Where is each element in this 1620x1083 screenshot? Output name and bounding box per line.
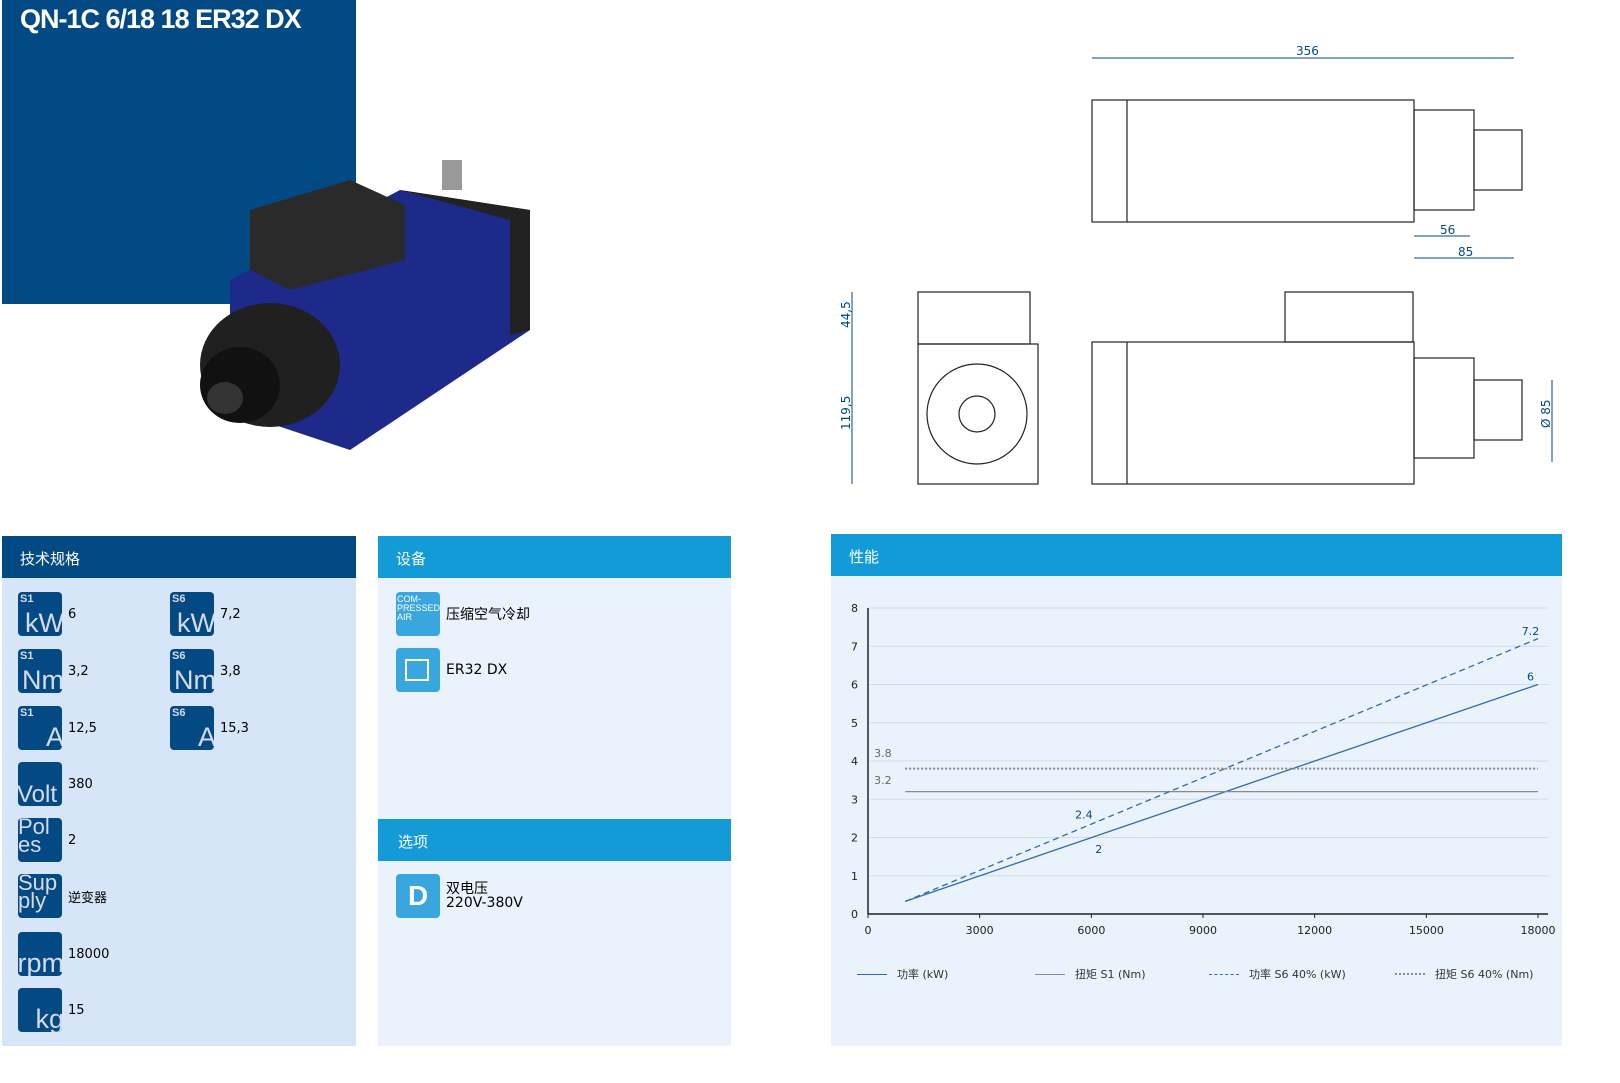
spec-value: 15 bbox=[68, 1002, 85, 1018]
product-title: QN-1C 6/18 18 ER32 DX bbox=[20, 4, 302, 34]
y-tick-label: 3 bbox=[851, 793, 858, 806]
equipment-item-collet: ER32 DX bbox=[396, 648, 507, 692]
legend-label: 扭矩 S1 (Nm) bbox=[1075, 968, 1146, 981]
performance-panel: 性能 0 1 2 3 4 5 6 7 8 0 3000 6000 9000 12000 15000 18000… bbox=[831, 534, 1562, 1046]
dim-85: 85 bbox=[1458, 245, 1473, 259]
dim-44-5: 44,5 bbox=[839, 301, 853, 328]
equipment-label: 压缩空气冷却 bbox=[446, 607, 530, 623]
legend-item: 功率 S6 40% (kW) bbox=[1209, 966, 1346, 982]
spec-supply: Supply 逆变器 bbox=[18, 874, 107, 918]
legend-swatch bbox=[1035, 973, 1065, 975]
series-line-0 bbox=[905, 683, 1539, 902]
equipment-label: ER32 DX bbox=[446, 662, 508, 678]
spec-value: 6 bbox=[68, 606, 77, 622]
spec-value: 2 bbox=[68, 832, 77, 848]
spec-value: 18000 bbox=[68, 946, 110, 962]
legend-item: 功率 (kW) bbox=[857, 966, 948, 982]
y-tick-label: 5 bbox=[851, 717, 858, 730]
x-tick-label: 0 bbox=[865, 924, 872, 937]
spindle-motor-image bbox=[200, 160, 530, 450]
equipment-item-air-cooling: COM-PRESSED AIR 压缩空气冷却 bbox=[396, 592, 530, 636]
collet-icon bbox=[396, 648, 440, 692]
equipment-header: 设备 bbox=[378, 536, 731, 578]
data-label: 2.4 bbox=[1075, 808, 1093, 821]
dim-diameter: Ø 85 bbox=[1539, 399, 1553, 428]
y-tick-label: 4 bbox=[851, 755, 858, 768]
title-banner: QN-1C 6/18 18 ER32 DX bbox=[2, 0, 356, 304]
equipment-panel: 设备 COM-PRESSED AIR 压缩空气冷却 ER32 DX 选项 D 双… bbox=[378, 536, 731, 1046]
y-tick-label: 8 bbox=[851, 602, 858, 615]
dual-voltage-icon: D bbox=[396, 874, 440, 918]
performance-header: 性能 bbox=[831, 534, 1562, 576]
spec-value: 3,8 bbox=[220, 663, 241, 679]
x-tick-label: 12000 bbox=[1297, 924, 1332, 937]
spec-value: 7,2 bbox=[220, 606, 241, 622]
option-label: 双电压 bbox=[446, 881, 488, 897]
supply-icon: Supply bbox=[18, 874, 62, 918]
data-label: 3.8 bbox=[874, 747, 892, 760]
y-tick-label: 2 bbox=[851, 832, 858, 845]
specs-header: 技术规格 bbox=[2, 536, 356, 578]
x-tick-label: 6000 bbox=[1077, 924, 1105, 937]
legend-label: 功率 (kW) bbox=[897, 968, 949, 981]
technical-drawings: 356 56 85 44,5 119,5 Ø 85 bbox=[839, 44, 1553, 485]
dim-length: 356 bbox=[1296, 44, 1319, 58]
data-label: 2 bbox=[1095, 843, 1102, 856]
spec-poles: Poles 2 bbox=[18, 818, 76, 862]
spec-kg: kg 15 bbox=[18, 988, 85, 1032]
legend-label: 功率 S6 40% (kW) bbox=[1249, 968, 1346, 981]
y-tick-label: 6 bbox=[851, 679, 858, 692]
spec-value: 逆变器 bbox=[68, 890, 108, 906]
dim-119-5: 119,5 bbox=[839, 396, 853, 430]
x-tick-label: 18000 bbox=[1521, 924, 1556, 937]
rpm-icon: rpm bbox=[18, 932, 62, 976]
spec-value: 3,2 bbox=[68, 663, 89, 679]
option-voltage: 220V-380V bbox=[446, 895, 523, 911]
y-tick-label: 7 bbox=[851, 640, 858, 653]
legend-item: 扭矩 S6 40% (Nm) bbox=[1395, 966, 1533, 982]
legend-swatch bbox=[1395, 973, 1425, 975]
poles-icon: Poles bbox=[18, 818, 62, 862]
dim-56: 56 bbox=[1440, 223, 1455, 237]
legend-item: 扭矩 S1 (Nm) bbox=[1035, 966, 1146, 982]
series-line-2 bbox=[904, 637, 1539, 902]
data-label: 6 bbox=[1527, 671, 1534, 684]
y-tick-label: 0 bbox=[851, 908, 858, 921]
legend-swatch bbox=[857, 973, 887, 975]
x-tick-label: 3000 bbox=[966, 924, 994, 937]
compressed-air-icon: COM-PRESSED AIR bbox=[396, 592, 440, 636]
data-label: 7.2 bbox=[1522, 625, 1540, 638]
y-tick-label: 1 bbox=[851, 870, 858, 883]
legend-label: 扭矩 S6 40% (Nm) bbox=[1435, 968, 1534, 981]
options-header: 选项 bbox=[378, 819, 731, 861]
data-label: 3.2 bbox=[874, 774, 892, 787]
spec-value: 12,5 bbox=[68, 720, 97, 736]
performance-chart: 0 1 2 3 4 5 6 7 8 0 3000 6000 9000 12000 15000 18000 7.2… bbox=[851, 602, 1556, 937]
x-tick-label: 15000 bbox=[1409, 924, 1444, 937]
kg-icon: kg bbox=[18, 988, 62, 1032]
volt-icon: Volt bbox=[18, 762, 62, 806]
spec-value: 380 bbox=[68, 776, 93, 792]
legend-swatch bbox=[1209, 973, 1239, 975]
spec-value: 15,3 bbox=[220, 720, 249, 736]
x-tick-label: 9000 bbox=[1189, 924, 1217, 937]
spec-volt: Volt 380 bbox=[18, 762, 93, 806]
spec-rpm: rpm 18000 bbox=[18, 932, 109, 976]
